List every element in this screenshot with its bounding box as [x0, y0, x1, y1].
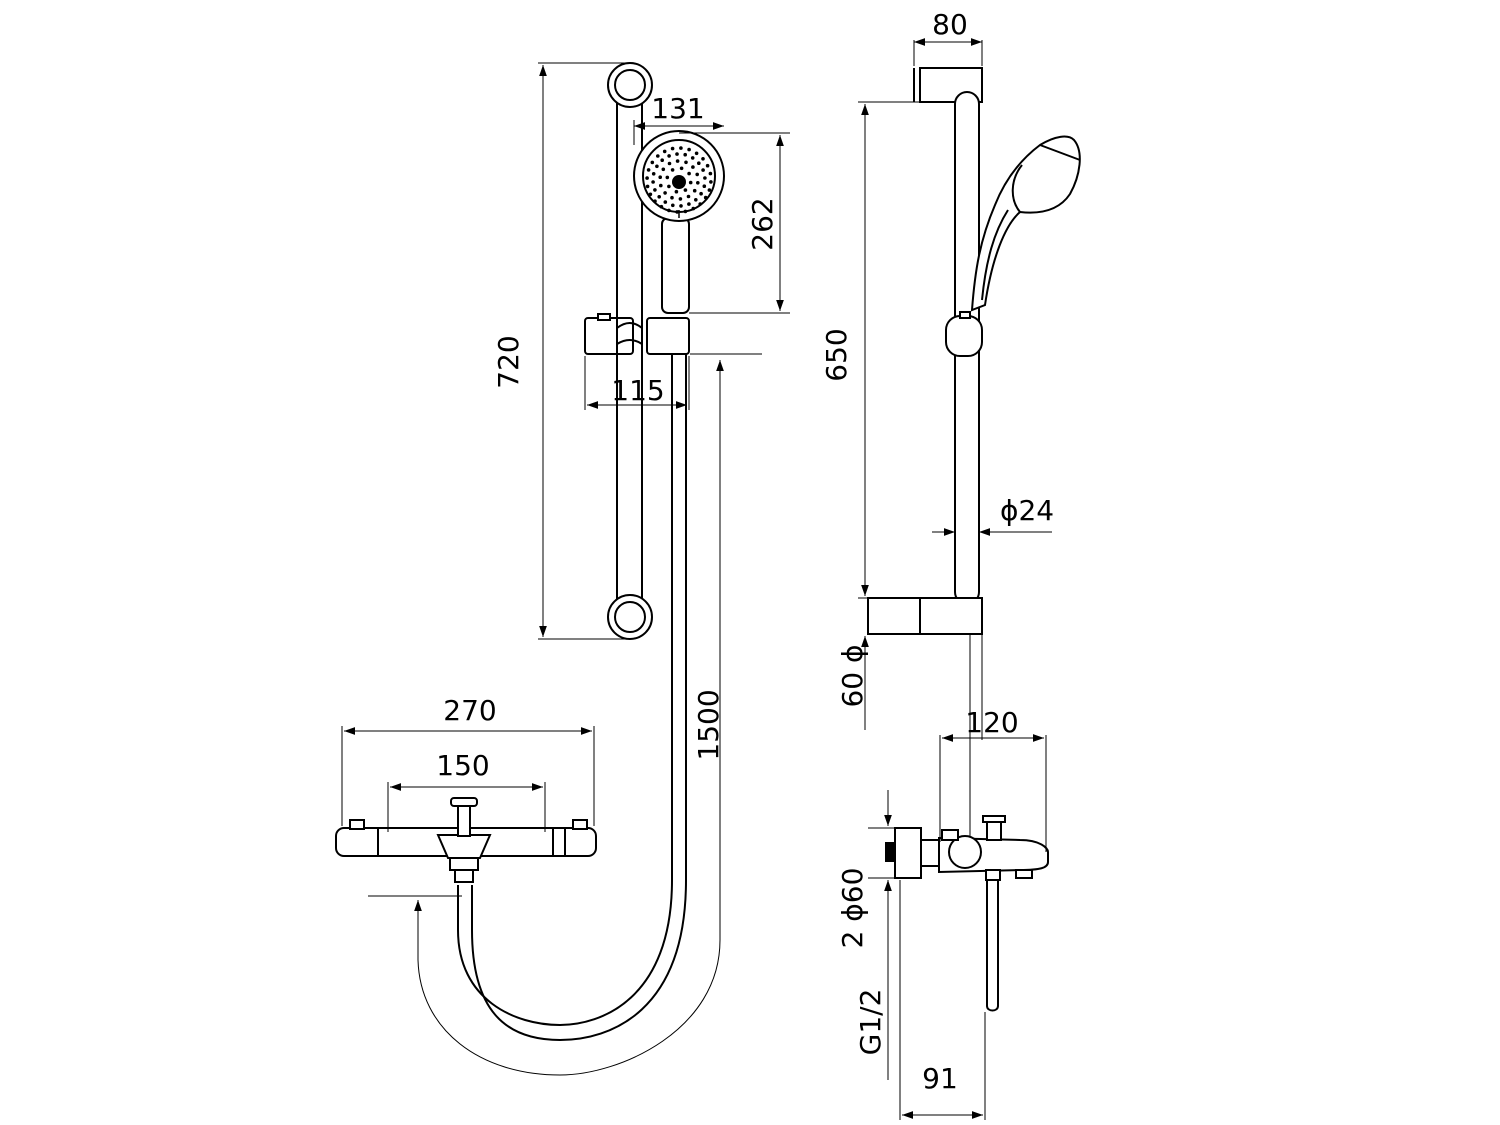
spray-nozzle — [683, 188, 688, 192]
spray-nozzle — [651, 180, 655, 184]
dim-270: 270 — [443, 694, 496, 727]
spray-nozzle — [656, 154, 660, 158]
spray-nozzle — [653, 188, 657, 192]
dim-262: 262 — [746, 197, 779, 250]
spray-nozzle — [650, 160, 655, 165]
spray-nozzle — [670, 195, 674, 200]
spray-nozzle — [670, 146, 675, 151]
spray-nozzle — [663, 191, 667, 195]
spray-nozzle — [671, 203, 675, 208]
front-view-hand-shower — [633, 130, 725, 314]
dim-1500: 1500 — [692, 689, 725, 760]
spray-nozzle — [705, 163, 710, 168]
front-view-mixer — [335, 797, 597, 883]
spray-nozzle — [709, 180, 713, 184]
spray-nozzle — [658, 175, 662, 179]
spray-nozzle — [646, 168, 651, 172]
diameter-symbol: ϕ — [1000, 494, 1018, 527]
spray-nozzle — [683, 209, 688, 214]
spray-nozzle — [698, 202, 702, 206]
spray-nozzle — [662, 149, 667, 154]
spray-nozzle — [703, 176, 707, 180]
spray-nozzle — [686, 194, 691, 199]
spray-nozzle — [651, 172, 656, 176]
spray-nozzle — [690, 156, 695, 160]
spray-nozzle — [667, 161, 672, 166]
spray-nozzle — [675, 152, 679, 156]
spray-nozzle — [688, 180, 693, 185]
spray-nozzle — [695, 172, 699, 177]
dim-60-top: 60 ϕ — [836, 644, 869, 707]
spray-nozzle — [665, 175, 670, 180]
spray-nozzle — [660, 158, 664, 162]
diameter-symbol-60: ϕ — [836, 644, 869, 662]
dim-60-value: 60 — [836, 672, 869, 708]
spray-nozzle — [708, 171, 713, 176]
dim-115: 115 — [611, 374, 664, 407]
dim-24-value: 24 — [1018, 494, 1054, 527]
front-view-slider — [584, 313, 690, 355]
spray-nozzle — [701, 168, 705, 172]
spray-nozzle — [663, 200, 668, 204]
spray-nozzle — [707, 188, 712, 192]
spray-nozzle — [683, 152, 687, 157]
spray-nozzle — [675, 159, 680, 163]
spray-nozzle — [684, 160, 688, 165]
spray-nozzle — [667, 154, 671, 158]
spray-nozzle — [679, 204, 683, 208]
spray-nozzle — [687, 147, 691, 152]
spray-nozzle — [696, 181, 700, 185]
front-view-hose — [414, 354, 724, 1076]
spray-nozzle — [645, 176, 649, 180]
spray-nozzle — [701, 157, 705, 161]
spray-nozzle — [659, 204, 664, 209]
side-view-slider — [945, 311, 983, 357]
spray-nozzle — [645, 184, 650, 189]
spray-nozzle — [670, 168, 675, 172]
dim-91: 91 — [922, 1062, 958, 1095]
dim-120: 120 — [965, 706, 1018, 739]
side-view-hand-shower — [970, 135, 1081, 312]
dimension-lines — [341, 38, 1052, 1120]
dim-80: 80 — [932, 8, 968, 41]
spray-nozzle — [694, 198, 698, 202]
spray-nozzle — [679, 146, 683, 150]
spray-nozzle — [691, 206, 696, 211]
spray-nozzle — [667, 184, 671, 189]
spray-nozzle — [679, 166, 684, 171]
spray-nozzle — [667, 208, 671, 213]
dim-150: 150 — [436, 749, 489, 782]
dim-650: 650 — [820, 328, 853, 381]
dim-2-diameter-60: 2 ϕ60 — [836, 868, 869, 949]
spray-nozzle — [687, 171, 691, 176]
spray-nozzle — [661, 167, 666, 172]
dim-720: 720 — [492, 335, 525, 388]
side-view-mixer — [885, 815, 1049, 1012]
spray-nozzle — [702, 184, 707, 188]
spray-nozzle — [692, 188, 697, 193]
spray-nozzle — [659, 183, 663, 188]
spray-nozzle — [648, 192, 653, 197]
spray-nozzle — [699, 191, 703, 196]
spray-nozzle — [655, 164, 659, 169]
dim-g1-2: G1/2 — [854, 989, 887, 1056]
dimension-labels: 80 131 262 720 115 650 ϕ24 60 ϕ 1500 270… — [436, 8, 1054, 1095]
spray-nozzle — [653, 199, 657, 203]
dim-131: 131 — [651, 92, 704, 125]
dim-diameter-24: ϕ24 — [1000, 494, 1054, 527]
spray-nozzle — [678, 197, 683, 201]
spray-nozzle — [675, 210, 679, 214]
spray-nozzle — [674, 189, 679, 194]
spray-nozzle — [691, 165, 695, 169]
spray-nozzle — [687, 202, 691, 206]
spray-nozzles — [645, 146, 713, 214]
spray-nozzle — [703, 195, 708, 200]
spray-nozzle — [694, 151, 699, 156]
spray-nozzle — [697, 161, 701, 165]
spray-nozzle — [657, 195, 661, 199]
